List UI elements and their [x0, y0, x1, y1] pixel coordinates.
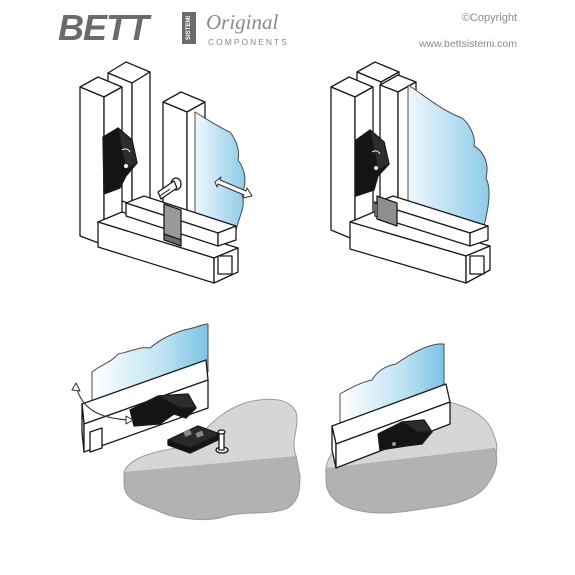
screw — [157, 177, 182, 200]
logo-subtitle: COMPONENTS — [208, 37, 289, 47]
clip — [355, 129, 390, 197]
glass-pane — [91, 323, 209, 405]
bottom-beam — [349, 211, 491, 284]
copyright-notice: ©Copyright — [461, 12, 517, 24]
clip — [102, 127, 138, 195]
upper-rail — [374, 195, 489, 247]
glass-pane — [339, 343, 445, 431]
brand-logo: BETT SISTEMI Original COMPONENTS — [58, 10, 288, 50]
panel-bottom-right — [325, 343, 498, 514]
logo-tagline: Original — [206, 10, 279, 34]
logo-text: BETT — [58, 7, 149, 48]
clip — [377, 419, 433, 451]
panel-top-right — [330, 61, 491, 284]
rotate-arrow — [75, 385, 129, 421]
clip — [129, 393, 197, 427]
website-url: www.bettsistemi.com — [418, 38, 517, 50]
bottom-beam — [97, 211, 239, 284]
panel-bottom-left — [71, 323, 301, 521]
glass-pane — [407, 84, 490, 227]
glass-pane — [194, 111, 246, 231]
gasket — [376, 195, 398, 227]
screw — [215, 429, 229, 454]
panel-top-left — [79, 61, 253, 284]
gasket — [163, 203, 182, 247]
double-arrow — [214, 176, 253, 199]
